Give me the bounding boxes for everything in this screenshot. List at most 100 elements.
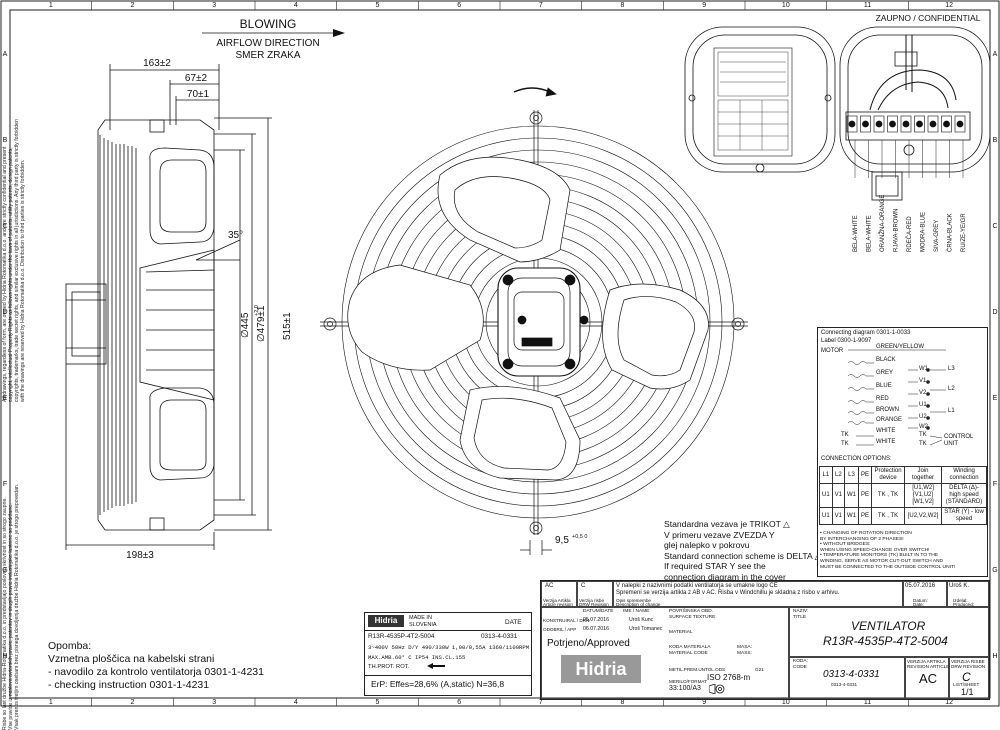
table-cell: W1 — [844, 507, 860, 525]
std-note-line: connection diagram in the cover — [664, 571, 786, 582]
grid-row-label: H — [992, 653, 997, 660]
fan-front-view — [320, 87, 748, 555]
grid-col-label: 2 — [131, 2, 135, 9]
conn-header2: Label 0300-1-9097 — [821, 338, 872, 344]
grid-col-label: 4 — [294, 2, 298, 9]
wire-label: SIVA-GREY — [934, 220, 940, 252]
side-note-line: with the drawings are reserved by Hidria… — [20, 159, 26, 402]
nameplate-logo: Hidria — [368, 615, 404, 627]
grid-row-label: E — [993, 395, 998, 402]
koda-label: KODA: — [793, 659, 808, 664]
terminal-label: U2 — [919, 414, 927, 420]
terminal-label: U1 — [919, 402, 927, 408]
dim-70: 70±1 — [187, 89, 210, 100]
terminal-screw — [943, 120, 950, 128]
grid-row-label: H — [2, 653, 7, 660]
nameplate-spec2: MAX.AMB.60° C IP54 INS.CL.155 — [368, 654, 466, 661]
conn-header1: Connecting diagram 0301-1-0033 — [821, 330, 911, 336]
grid-row-label: G — [992, 567, 997, 574]
scale-value: 33:100/A3 — [669, 685, 701, 692]
grid-col-label: 6 — [457, 699, 461, 706]
line-label: L3 — [948, 366, 955, 372]
fan-side-view — [65, 64, 272, 550]
terminal-screw — [848, 120, 856, 128]
grid-col-label: 5 — [376, 2, 380, 9]
terminal-screw — [889, 120, 896, 128]
produced-label: Produced: — [953, 602, 974, 607]
name-1: Uroš Kunc — [629, 617, 654, 623]
table-cell: W1 — [844, 483, 860, 508]
lead-label: BROWN — [876, 407, 899, 413]
nameplate-date-label: DATE — [505, 619, 522, 626]
std-note-line: If required STAR Y see the — [664, 561, 766, 572]
mat-code-label: MATERIAL CODE — [669, 651, 708, 656]
change-date: 05.07.2016 — [905, 583, 936, 589]
terminal-screw — [916, 120, 923, 128]
line-label: L2 — [948, 386, 955, 392]
remark-note: Opomba: Vzmetna ploščica na kabelski str… — [48, 640, 264, 692]
grid-col-label: 1 — [49, 699, 53, 706]
airflow-title: BLOWING — [240, 17, 297, 31]
koda-mat-label: KODA MATERIALA — [669, 645, 711, 650]
nameplate-spec3: TH.PROT. ROT. — [368, 664, 410, 670]
connection-options-table: L1 L2 L3 PE Protection device Join toget… — [819, 466, 988, 525]
table-cell: PE — [858, 507, 873, 525]
line-label: L1 — [948, 408, 955, 414]
verzija-artikla-label: VERZIJA ARTIKLA — [907, 659, 946, 664]
terminal-label: V1 — [919, 378, 927, 384]
std-note-line: Standardna vezava je TRIKOT △ — [664, 519, 790, 529]
drawing-code-sub: 0313-4-0331 — [831, 682, 858, 687]
nameplate-spec1: 3~400V 50Hz D/Y 490/330W 1,00/0,55A 1360… — [368, 644, 530, 651]
grid-row-label: E — [3, 395, 8, 402]
remark-line: Opomba: — [48, 640, 92, 652]
ime-name-header: IME / NAME — [623, 609, 650, 614]
terminal-label: W2 — [919, 424, 928, 430]
grid-col-label: 12 — [945, 2, 953, 9]
date-label: Date: — [913, 602, 924, 607]
tk-label: TK — [919, 441, 927, 447]
datum-date-header: DATUM/DATE — [583, 609, 614, 614]
tolerance-label: METIL.PREM.UNTOL.ODS — [669, 667, 726, 672]
nameplate: Hidria MADE IN SLOVENIA DATE R13R-4535P-… — [364, 612, 532, 696]
naziv-label: NAZIV: — [793, 609, 809, 614]
rev-ac: AC — [545, 583, 554, 589]
table-cell: U1 — [819, 507, 833, 525]
change-line2: Spremeni se verzija artikla z AB v AC. R… — [616, 590, 840, 596]
lead-label: WHITE — [876, 439, 896, 445]
options-title: CONNECTION OPTIONS: — [821, 456, 892, 462]
std-note-line: glej nalepko v pokrovu — [664, 540, 750, 551]
wire-label: BELA-WHITE — [853, 215, 859, 252]
dim-9-5-tol: +0,5 0 — [572, 534, 587, 540]
confidential-label: ZAUPNO / CONFIDENTIAL — [876, 13, 981, 23]
grid-col-label: 8 — [621, 2, 625, 9]
nameplate-made-in: MADE IN — [409, 615, 432, 621]
conn-motor: MOTOR — [821, 348, 844, 354]
tk-label: TK — [841, 432, 849, 438]
konstruiral-label: KONSTRUIRAL / DRN — [543, 618, 590, 623]
drawing-code: 0313-4-0331 — [823, 669, 880, 680]
dim-67: 67±2 — [185, 73, 208, 84]
table-cell: U1 — [819, 483, 833, 508]
table-cell: TK , TK — [871, 483, 906, 508]
table-cell: V1 — [831, 483, 846, 508]
grid-col-label: 11 — [864, 2, 871, 9]
remark-line: Vzmetna ploščica na kabelski strani — [48, 653, 215, 665]
wire-label: ORANŽNA-ORANGE — [878, 195, 886, 252]
terminal-block — [846, 115, 858, 133]
control-label: CONTROL — [944, 434, 974, 440]
grid-row-label: D — [2, 309, 7, 316]
grid-col-label: 4 — [294, 699, 298, 706]
desc-label: Description of change — [616, 602, 661, 607]
connection-notes: • CHANGING OF ROTATION DIRECTION BY INTE… — [820, 531, 955, 570]
remark-line: - navodilo za kontrolo ventilatorja 0301… — [48, 666, 264, 678]
grid-col-label: 8 — [621, 699, 625, 706]
revision-article-label: REVISION ARTICLE — [907, 664, 950, 669]
name-2: Uroš Tomanec — [629, 626, 663, 632]
terminal-block — [887, 115, 898, 133]
verzija-label: Verzija Artikla — [543, 598, 571, 603]
note-line: WINDING, SERVE AS MOTOR CUT-OUT SWITCH A… — [820, 558, 944, 564]
terminal-block — [873, 115, 885, 133]
table-cell: [U1,W2] [V1,U2] [W1,V2] — [904, 483, 943, 508]
nameplate-code: 0313-4-0331 — [481, 633, 518, 640]
